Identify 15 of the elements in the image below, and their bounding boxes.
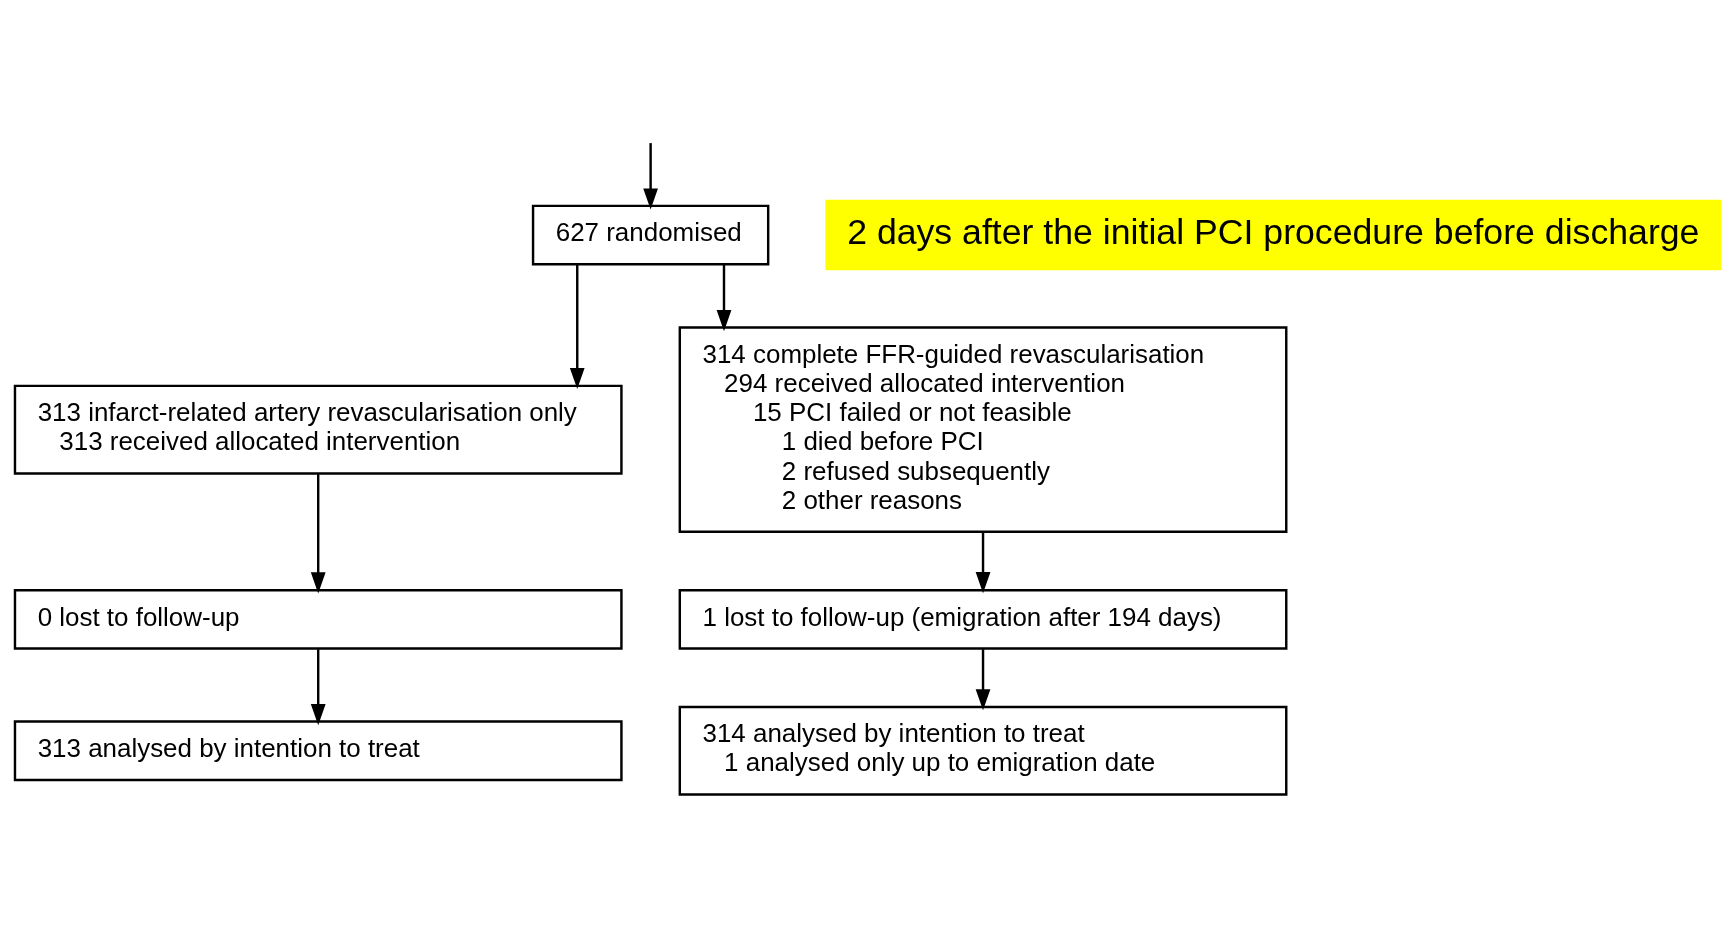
node-box: 314 complete FFR-guided revascularisation 294 received allocated intervention 15 PCI failed or not feasible 1 died before PCI 2 refused subsequently 2 other reasons [678, 326, 1288, 534]
node-box: 314 analysed by intention to treat 1 analysed only up to emigration date [678, 705, 1288, 796]
arrow [716, 264, 732, 332]
label: 2 days after the initial PCI procedure before discharge [847, 212, 1700, 253]
arrow [310, 473, 326, 594]
arrow [310, 649, 326, 726]
arrow [975, 649, 991, 711]
node-box: 627 randomised [531, 204, 770, 266]
arrow [643, 143, 658, 210]
node-box: 0 lost to follow-up [13, 589, 623, 650]
node-box: 1 lost to follow-up (emigration after 194 days) [678, 589, 1288, 650]
arrow [975, 532, 991, 594]
arrow [569, 264, 585, 390]
node-box: 313 infarct-related artery revascularisation only 313 received allocated intervention [13, 384, 623, 475]
node-box: 313 analysed by intention to treat [13, 720, 623, 782]
